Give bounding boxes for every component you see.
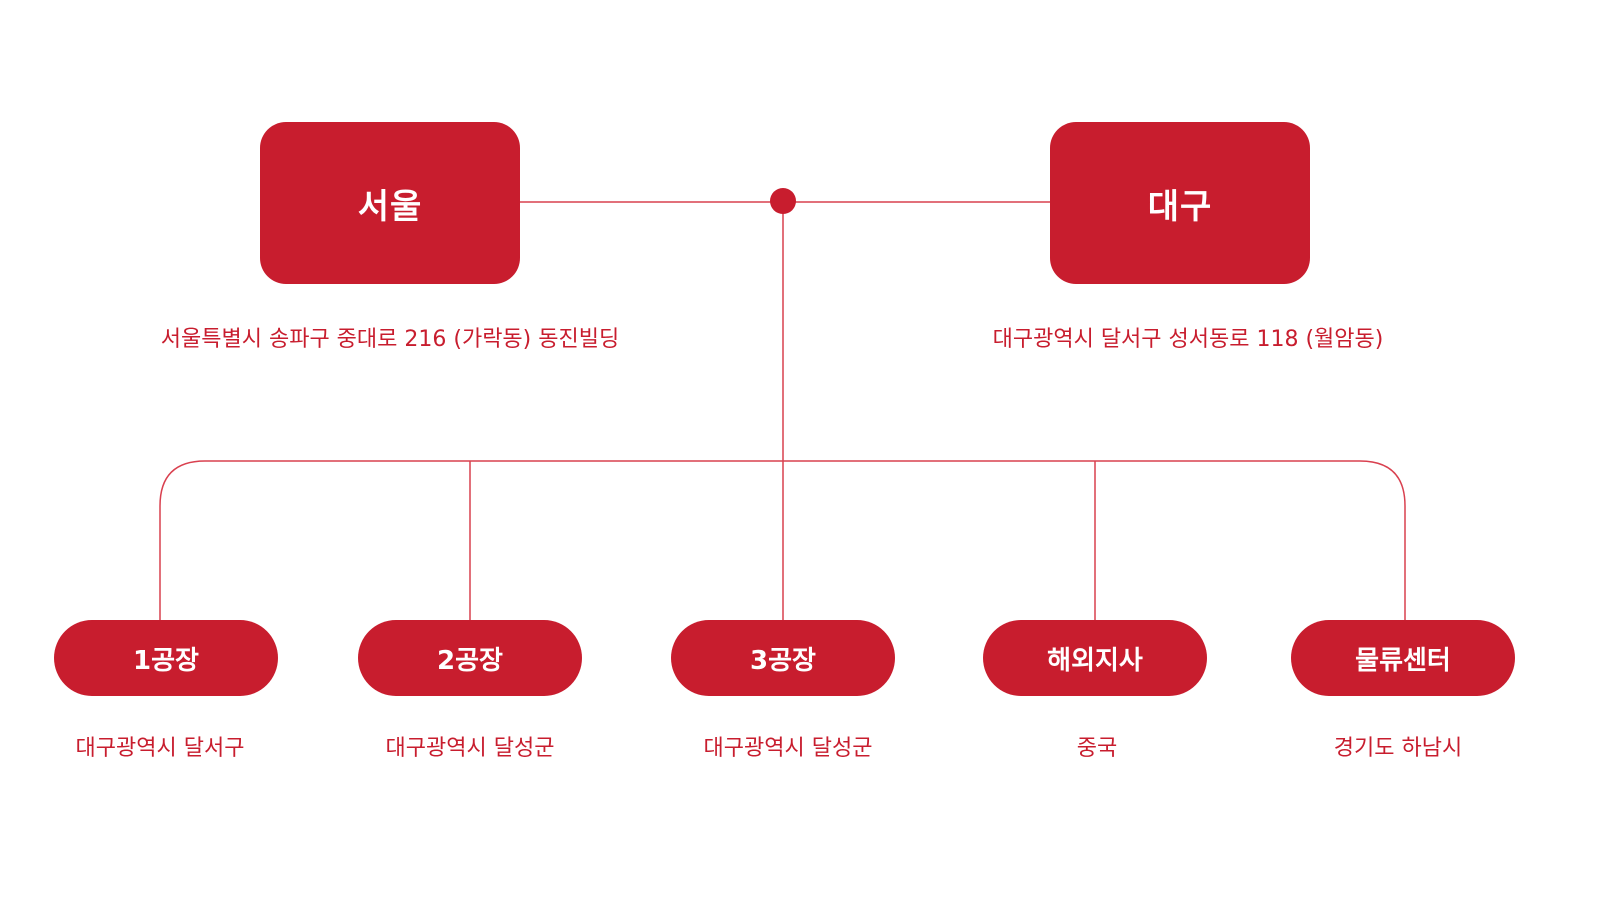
branch-overseas-label: 해외지사 — [1047, 645, 1143, 676]
branch-bus-line — [159, 460, 1406, 620]
hq-seoul-label: 서울 — [357, 186, 423, 227]
hq-daegu-label: 대구 — [1147, 186, 1213, 227]
branch-plant-2: 2공장 — [358, 620, 582, 696]
branch-plant-2-label: 2공장 — [437, 645, 503, 676]
hq-seoul-box: 서울 — [260, 122, 520, 284]
junction-dot — [770, 188, 796, 214]
branch-overseas-location: 중국 — [1076, 736, 1118, 761]
branch-plant-1: 1공장 — [54, 620, 278, 696]
hq-daegu-address: 대구광역시 달서구 성서동로 118 (월암동) — [992, 327, 1384, 352]
branch-plant-2-location: 대구광역시 달성군 — [385, 736, 555, 761]
branch-plant-3: 3공장 — [671, 620, 895, 696]
branch-plant-3-location: 대구광역시 달성군 — [703, 736, 873, 761]
branch-plant-1-location: 대구광역시 달서구 — [75, 736, 245, 761]
branch-plant-1-label: 1공장 — [133, 645, 199, 676]
hq-daegu-box: 대구 — [1050, 122, 1310, 284]
branch-logistics-location: 경기도 하남시 — [1333, 736, 1463, 761]
branch-logistics-label: 물류센터 — [1355, 645, 1451, 676]
branch-plant-3-label: 3공장 — [750, 645, 816, 676]
hq-seoul-address: 서울특별시 송파구 중대로 216 (가락동) 동진빌딩 — [160, 327, 620, 352]
branch-overseas: 해외지사 — [983, 620, 1207, 696]
branch-logistics: 물류센터 — [1291, 620, 1515, 696]
